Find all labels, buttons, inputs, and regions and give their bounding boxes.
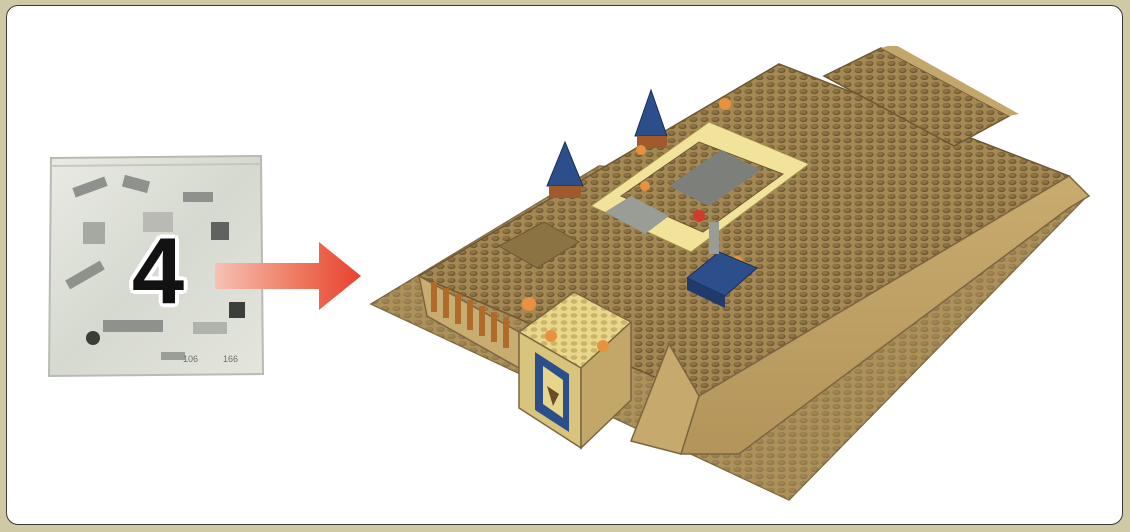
svg-text:106: 106 (183, 354, 198, 364)
model-illustration (369, 46, 1099, 502)
bag-number: 4 (123, 224, 193, 318)
arrow-right-icon (213, 242, 363, 312)
instruction-step-panel: 106 166 4 (6, 5, 1123, 525)
svg-text:166: 166 (223, 354, 238, 364)
